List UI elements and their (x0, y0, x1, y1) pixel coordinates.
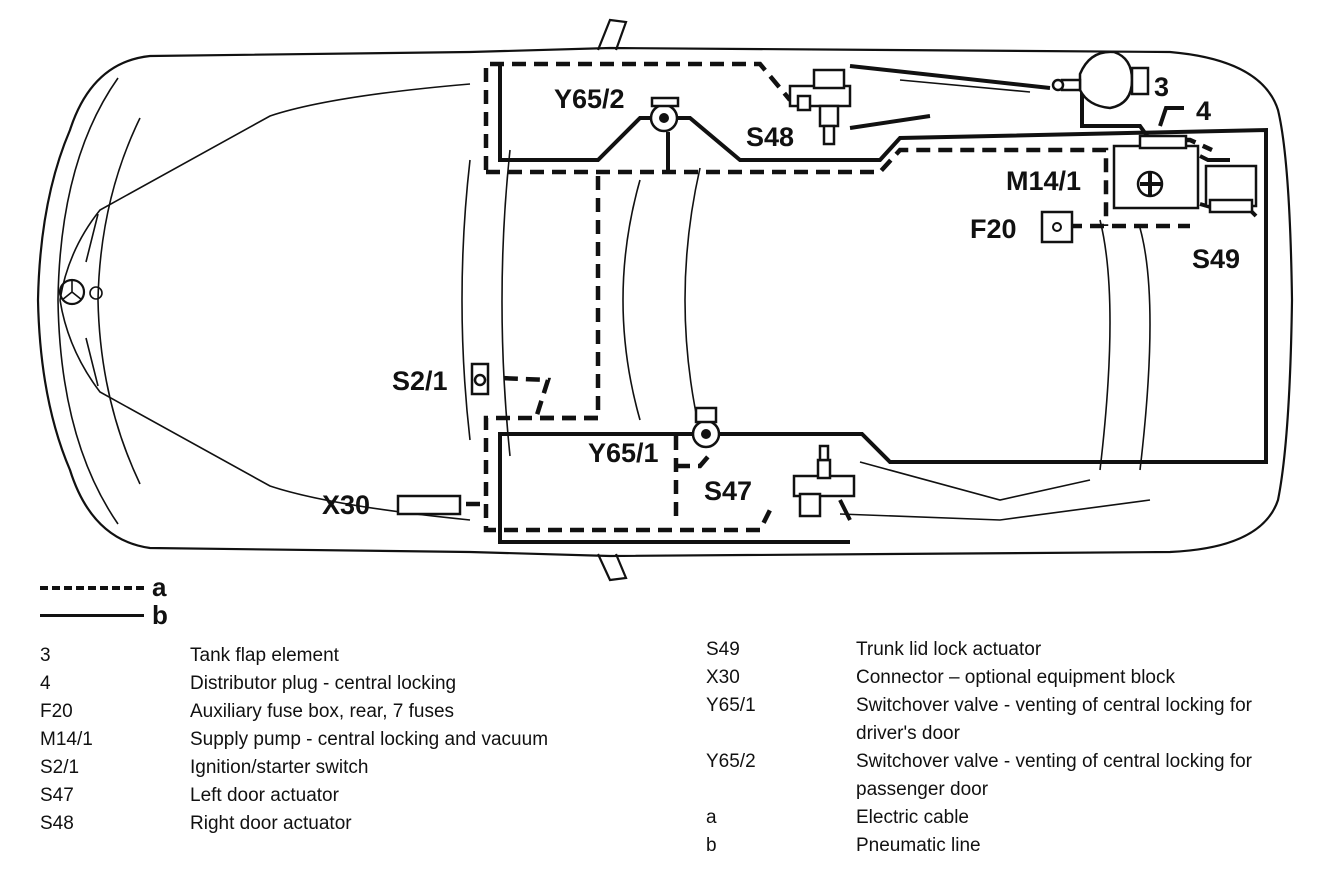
legend-row: M14/1 Supply pump - central locking and v… (40, 726, 640, 754)
key-electric: a (40, 572, 166, 603)
legend-row: a Electric cable (706, 804, 1306, 832)
key-label-b: b (152, 600, 168, 630)
legend-row: Y65/2 Switchover valve - venting of centr… (706, 748, 1306, 804)
legend-description: Left door actuator (190, 785, 339, 806)
legend-row: Y65/1 Switchover valve - venting of centr… (706, 692, 1306, 748)
y65-1-valve-icon (691, 406, 738, 449)
legend-row: F20 Auxiliary fuse box, rear, 7 fuses (40, 698, 640, 726)
callout-y65-2: Y65/2 (554, 84, 625, 114)
legend-description: Switchover valve - venting of central lo… (856, 751, 1253, 800)
legend-row: b Pneumatic line (706, 832, 1306, 860)
legend-code: b (706, 835, 717, 856)
s2-1-ignition-switch-icon (470, 362, 490, 396)
legend-code: S47 (40, 785, 74, 806)
legend-code: F20 (40, 701, 73, 722)
y65-2-valve-icon (649, 96, 680, 170)
legend-row: S48 Right door actuator (40, 810, 640, 838)
legend-code: Y65/1 (706, 695, 756, 716)
callout-s48: S48 (746, 122, 794, 152)
legend-row: 3 Tank flap element (40, 642, 640, 670)
callout-s47: S47 (704, 476, 752, 506)
callout-s2-1: S2/1 (392, 366, 448, 396)
legend-code: S2/1 (40, 757, 80, 778)
callout-s49: S49 (1192, 244, 1240, 274)
solid-line-sample (40, 614, 144, 617)
legend-code: 3 (40, 645, 51, 666)
legend-code: Y65/2 (706, 751, 756, 772)
legend-code: S48 (40, 813, 74, 834)
car-body-outline (36, 18, 1294, 582)
legend-description: Supply pump - central locking and vacuum (190, 729, 549, 750)
callout-m14-1: M14/1 (1006, 166, 1081, 196)
legend-description: Auxiliary fuse box, rear, 7 fuses (190, 701, 455, 722)
legend-description: Tank flap element (190, 645, 339, 666)
legend-code: 4 (40, 673, 51, 694)
legend-description: Trunk lid lock actuator (856, 639, 1042, 660)
legend-row: S49 Trunk lid lock actuator (706, 636, 1306, 664)
callout-x30: X30 (322, 490, 370, 520)
legend-code: M14/1 (40, 729, 93, 750)
legend-description: Switchover valve - venting of central lo… (856, 695, 1253, 744)
legend-description: Distributor plug - central locking (190, 673, 457, 694)
legend-code: a (706, 807, 717, 828)
legend-left: 3 Tank flap element 4 Distributor plug - ce… (40, 642, 640, 838)
legend-description: Electric cable (856, 807, 969, 828)
tank-flap-element-icon (1051, 50, 1150, 110)
dashed-line-sample (40, 585, 144, 590)
s47-actuator-icon (792, 444, 856, 518)
legend-row: S2/1 Ignition/starter switch (40, 754, 640, 782)
x30-connector-icon (396, 494, 462, 516)
electric-cables (466, 61, 1213, 533)
callout-y65-1: Y65/1 (588, 438, 659, 468)
legend-code: X30 (706, 667, 740, 688)
callout-3: 3 (1154, 72, 1169, 102)
s48-actuator-icon (788, 68, 852, 146)
legend-description: Pneumatic line (856, 835, 981, 856)
legend-description: Ignition/starter switch (190, 757, 369, 778)
legend-row: 4 Distributor plug - central locking (40, 670, 640, 698)
key-pneumatic: b (40, 600, 168, 631)
legend-row: X30 Connector – optional equipment block (706, 664, 1306, 692)
m14-1-supply-pump-icon (1112, 134, 1258, 214)
legend-description: Connector – optional equipment block (856, 667, 1175, 688)
legend-row: S47 Left door actuator (40, 782, 640, 810)
legend-code: S49 (706, 639, 740, 660)
callout-f20: F20 (970, 214, 1017, 244)
legend-description: Right door actuator (190, 813, 352, 834)
f20-fuse-box-icon (1040, 210, 1074, 244)
pneumatic-lines (498, 62, 1268, 544)
key-label-a: a (152, 572, 167, 602)
callout-4: 4 (1196, 96, 1211, 126)
